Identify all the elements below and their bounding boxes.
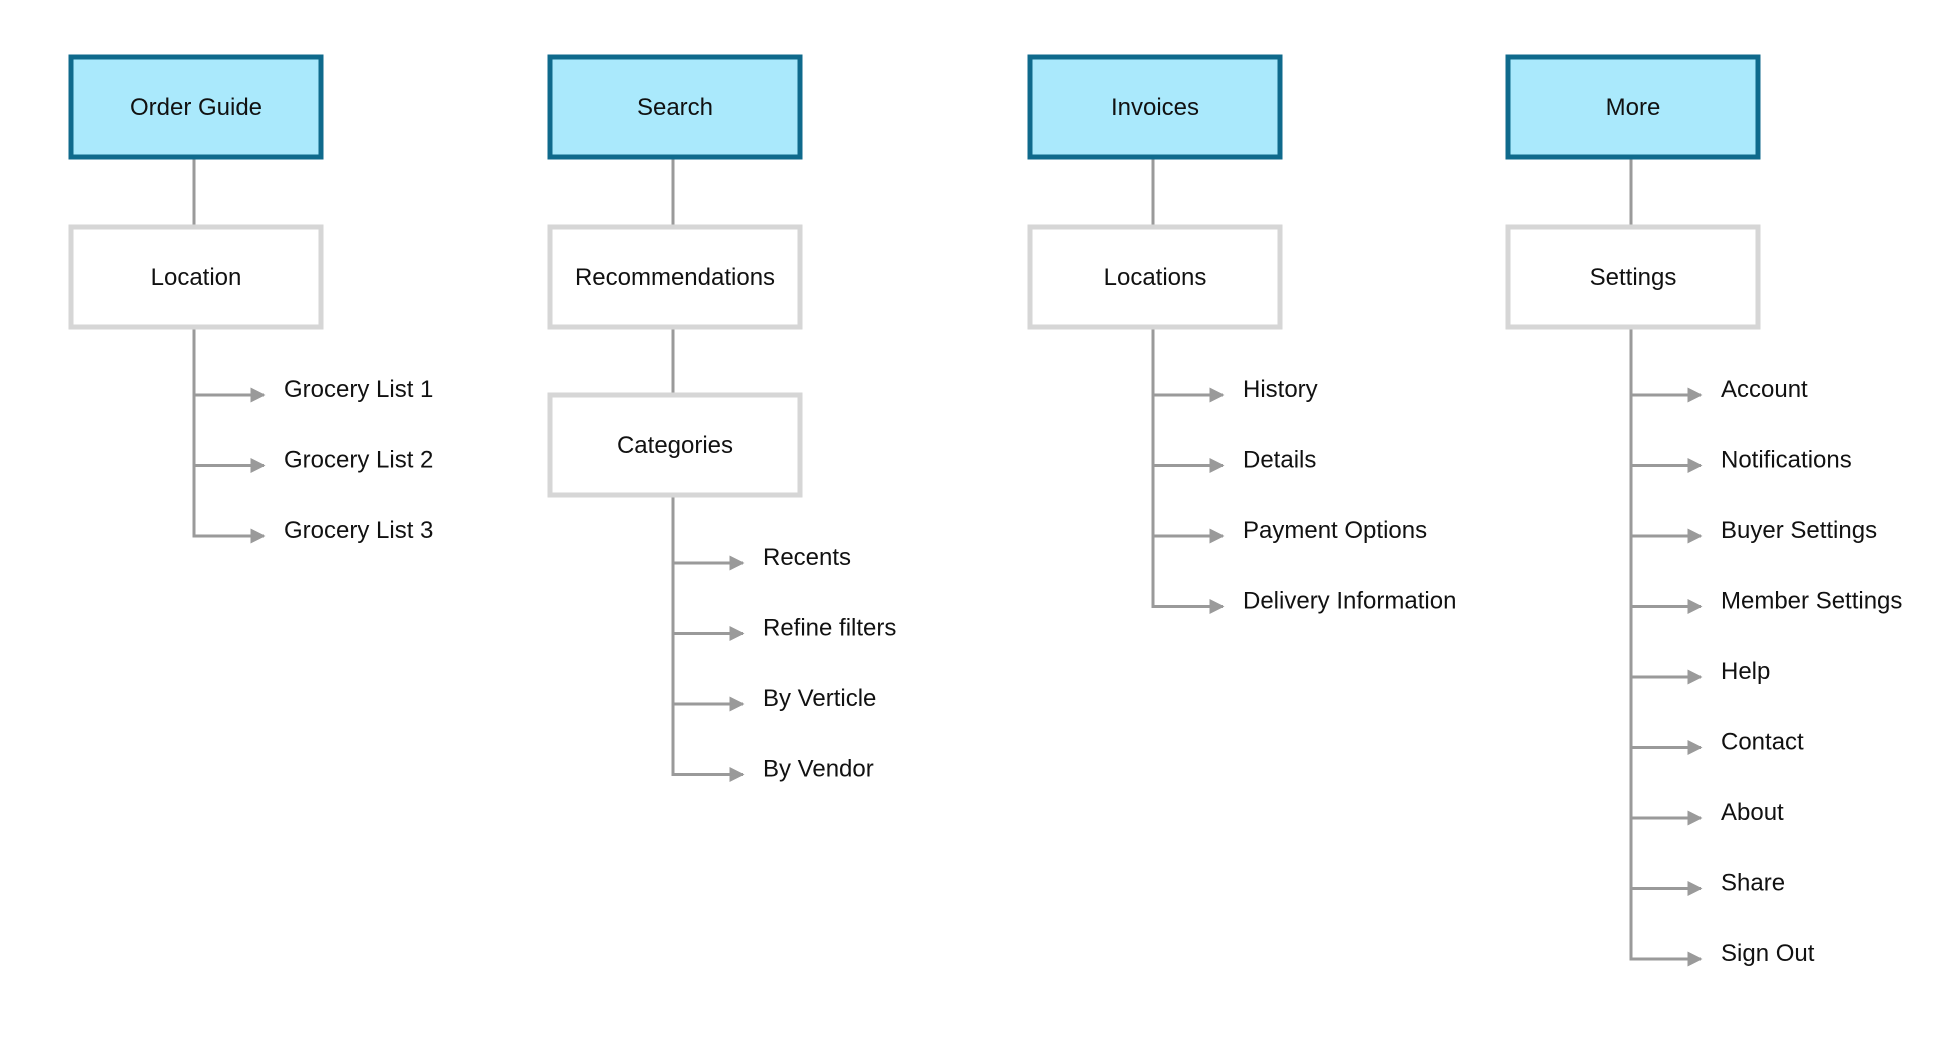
nav-node-recommendations-label: Recommendations: [575, 264, 775, 291]
nav-leaf-history[interactable]: History: [1243, 376, 1318, 403]
nav-leaf-by-vendor[interactable]: By Vendor: [763, 756, 874, 783]
nav-leaf-member-settings[interactable]: Member Settings: [1721, 588, 1902, 615]
nav-leaf-by-verticle[interactable]: By Verticle: [763, 685, 876, 712]
nav-leaf-recents[interactable]: Recents: [763, 544, 851, 571]
nav-node-settings-label: Settings: [1590, 264, 1677, 291]
nav-root-order-guide-box: [68, 54, 324, 160]
nav-node-recommendations[interactable]: Recommendations: [547, 224, 803, 330]
nav-leaf-notifications[interactable]: Notifications: [1721, 447, 1852, 474]
nav-leaf-grocery-list-2[interactable]: Grocery List 2: [284, 447, 433, 474]
nav-leaf-contact[interactable]: Contact: [1721, 729, 1804, 756]
nav-node-settings-box: [1505, 224, 1761, 330]
nav-node-categories[interactable]: Categories: [547, 392, 803, 498]
nav-leaf-payment-options[interactable]: Payment Options: [1243, 517, 1427, 544]
nav-root-order-guide[interactable]: Order Guide: [68, 54, 324, 160]
nav-node-recommendations-box: [547, 224, 803, 330]
nav-root-invoices[interactable]: Invoices: [1027, 54, 1283, 160]
connector-layer: [192, 157, 1703, 967]
nav-node-location-box: [68, 224, 324, 330]
nav-root-search-label: Search: [637, 94, 713, 121]
nav-root-more-box: [1505, 54, 1761, 160]
nav-leaf-sign-out[interactable]: Sign Out: [1721, 940, 1815, 967]
nav-leaf-details[interactable]: Details: [1243, 447, 1316, 474]
nav-node-settings[interactable]: Settings: [1505, 224, 1761, 330]
nav-root-more-label: More: [1606, 94, 1661, 121]
nav-leaf-help[interactable]: Help: [1721, 658, 1770, 685]
nav-node-categories-box: [547, 392, 803, 498]
nav-leaf-refine-filters[interactable]: Refine filters: [763, 615, 896, 642]
nav-root-search-box: [547, 54, 803, 160]
nav-leaf-about[interactable]: About: [1721, 799, 1784, 826]
nav-root-invoices-label: Invoices: [1111, 94, 1199, 121]
nav-root-search[interactable]: Search: [547, 54, 803, 160]
nav-leaf-account[interactable]: Account: [1721, 376, 1808, 403]
nav-root-more[interactable]: More: [1505, 54, 1761, 160]
nav-leaf-delivery-information[interactable]: Delivery Information: [1243, 588, 1456, 615]
nav-root-invoices-box: [1027, 54, 1283, 160]
nav-leaf-grocery-list-3[interactable]: Grocery List 3: [284, 517, 433, 544]
nav-node-categories-label: Categories: [617, 432, 733, 459]
nav-node-locations-label: Locations: [1104, 264, 1207, 291]
nav-node-locations[interactable]: Locations: [1027, 224, 1283, 330]
nav-node-location-label: Location: [151, 264, 242, 291]
nav-leaf-grocery-list-1[interactable]: Grocery List 1: [284, 376, 433, 403]
nav-root-order-guide-label: Order Guide: [130, 94, 262, 121]
nav-leaf-buyer-settings[interactable]: Buyer Settings: [1721, 517, 1877, 544]
nav-node-locations-box: [1027, 224, 1283, 330]
nav-leaf-share[interactable]: Share: [1721, 870, 1785, 897]
nav-node-location[interactable]: Location: [68, 224, 324, 330]
